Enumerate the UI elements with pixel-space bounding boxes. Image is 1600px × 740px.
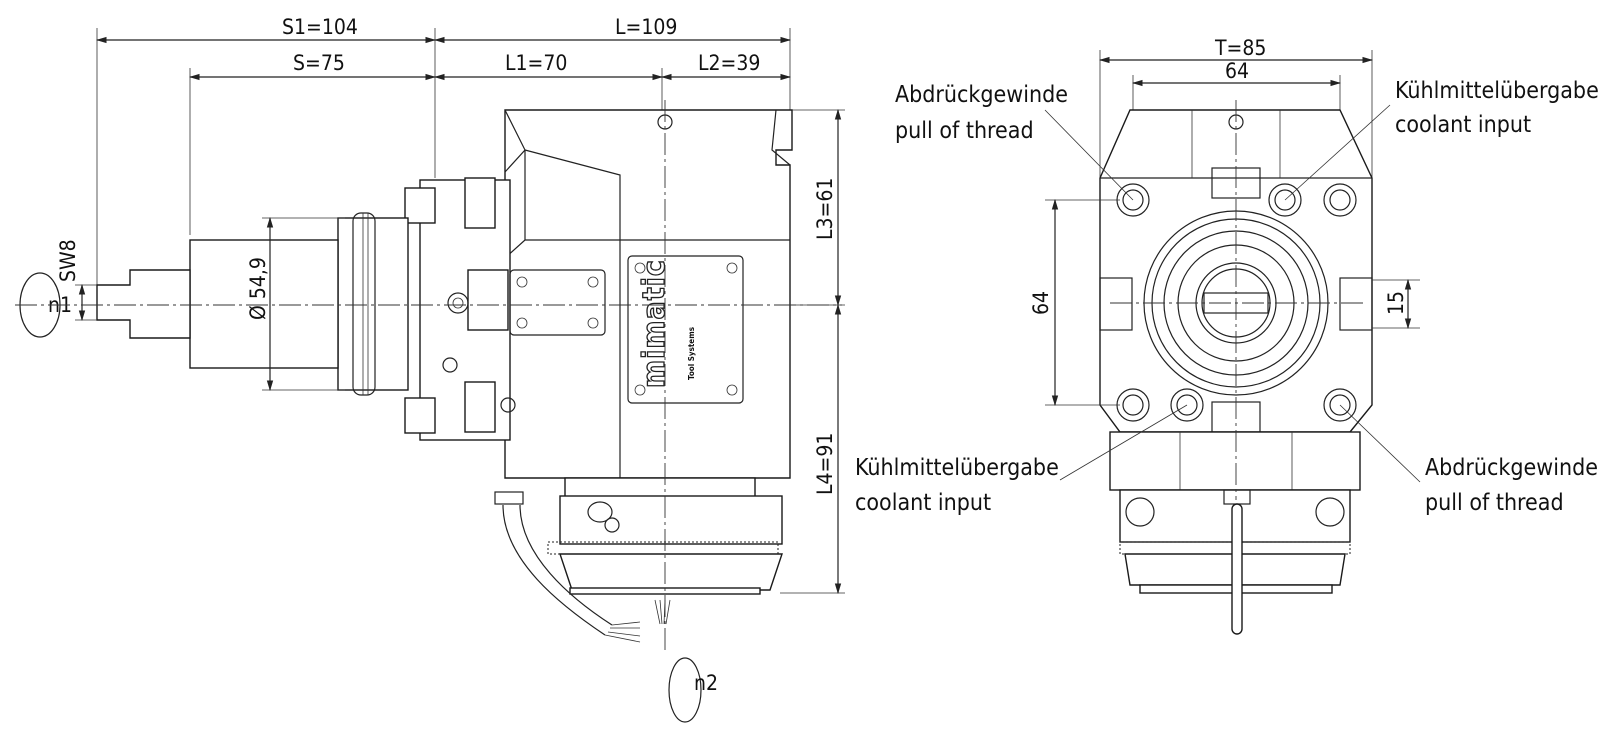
dim-l2: L2=39 (698, 51, 760, 75)
label-coolant-en-top: coolant input (1395, 112, 1531, 138)
dim-t: T=85 (1214, 36, 1266, 60)
dim-s: S=75 (293, 51, 345, 75)
brand-sub: Tool Systems (687, 327, 696, 380)
dim-15: 15 (1384, 291, 1408, 315)
brand-name: mimatic (637, 259, 672, 388)
label-coolant-de-top: Kühlmittelübergabe (1395, 78, 1599, 104)
brand-plate (627, 255, 744, 404)
label-coolant-en-bottom: coolant input (855, 490, 991, 516)
drive-shaft (96, 269, 191, 339)
dim-l4: L4=91 (813, 433, 837, 495)
dim-l: L=109 (615, 15, 677, 39)
rotation-n2-icon (668, 657, 702, 723)
collar (337, 217, 409, 391)
dim-64-side: 64 (1029, 291, 1053, 315)
dim-64-top: 64 (1225, 59, 1249, 83)
spindle-cylinder (189, 239, 339, 369)
dim-sw: SW8 (56, 239, 80, 282)
side-view: S1=104 L=109 S=75 L1=70 L2=39 L3=61 L4=9… (15, 15, 845, 723)
label-thread-en-right: pull of thread (1425, 490, 1564, 516)
label-thread-de-left: Abdrückgewinde (895, 82, 1068, 108)
rot-n2: n2 (694, 671, 718, 695)
label-coolant-de-bottom: Kühlmittelübergabe (855, 455, 1059, 481)
dim-l1: L1=70 (505, 51, 567, 75)
front-view: T=85 64 64 (855, 36, 1599, 635)
label-thread-en-left: pull of thread (895, 118, 1034, 144)
dim-s1: S1=104 (282, 15, 358, 39)
dim-diameter: Ø 54,9 (246, 257, 270, 320)
label-thread-de-right: Abdrückgewinde (1425, 455, 1598, 481)
dim-l3: L3=61 (813, 178, 837, 240)
